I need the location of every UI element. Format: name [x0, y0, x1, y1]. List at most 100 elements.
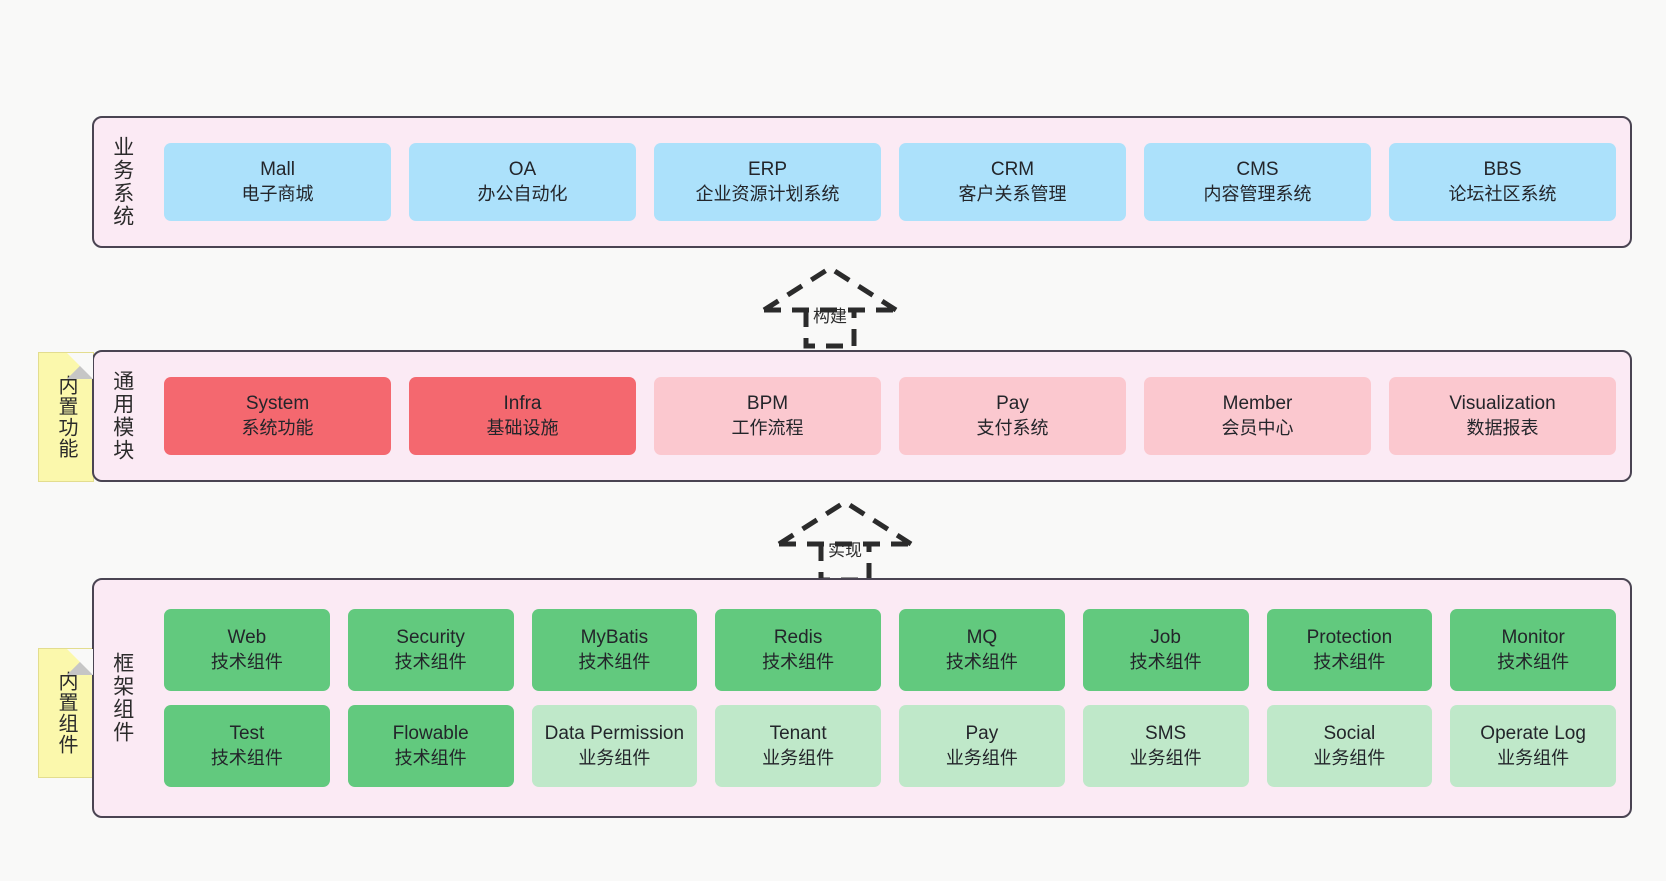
layer-title-common-module: 通用模块: [110, 370, 134, 462]
box-system[interactable]: System 系统功能: [164, 377, 391, 455]
box-title: Flowable: [392, 723, 469, 745]
box-flowable[interactable]: Flowable 技术组件: [347, 705, 514, 787]
box-title: System: [245, 393, 310, 415]
box-title: MyBatis: [580, 627, 649, 649]
layer-common-module: 通用模块 System 系统功能 Infra 基础设施 BPM 工作流程 Pay…: [92, 350, 1632, 482]
box-tenant[interactable]: Tenant 业务组件: [715, 705, 881, 787]
box-visualization[interactable]: Visualization 数据报表: [1389, 377, 1616, 455]
box-pay[interactable]: Pay 支付系统: [899, 377, 1126, 455]
layer-framework-component: 框架组件 Web 技术组件 Security 技术组件 MyBatis 技术组件…: [92, 578, 1632, 818]
row: System 系统功能 Infra 基础设施 BPM 工作流程 Pay 支付系统…: [164, 377, 1616, 455]
box-title: Member: [1222, 393, 1293, 415]
box-title: SMS: [1145, 723, 1187, 745]
box-title: Visualization: [1449, 393, 1556, 415]
box-cms[interactable]: CMS 内容管理系统: [1144, 143, 1371, 221]
box-mybatis[interactable]: MyBatis 技术组件: [531, 609, 698, 691]
connector-build-arrow: 构建: [760, 262, 900, 349]
note-builtin-component: 内置组件: [38, 648, 94, 778]
box-title: CRM: [990, 159, 1035, 181]
box-erp[interactable]: ERP 企业资源计划系统: [654, 143, 881, 221]
box-subtitle: 技术组件: [210, 747, 283, 768]
note-label: 内置组件: [55, 671, 77, 755]
box-subtitle: 基础设施: [486, 417, 559, 438]
box-subtitle: 业务组件: [578, 747, 651, 768]
box-sms[interactable]: SMS 业务组件: [1082, 705, 1249, 787]
note-builtin-function: 内置功能: [38, 352, 94, 482]
box-job[interactable]: Job 技术组件: [1082, 609, 1249, 691]
box-oa[interactable]: OA 办公自动化: [409, 143, 636, 221]
box-subtitle: 技术组件: [1497, 651, 1570, 672]
box-title: Test: [229, 723, 265, 745]
box-member[interactable]: Member 会员中心: [1144, 377, 1371, 455]
box-web[interactable]: Web 技术组件: [164, 609, 330, 691]
box-subtitle: 技术组件: [210, 651, 283, 672]
box-title: Protection: [1306, 627, 1393, 649]
box-subtitle: 支付系统: [976, 417, 1049, 438]
box-title: ERP: [747, 159, 788, 181]
box-data-permission[interactable]: Data Permission 业务组件: [531, 705, 698, 787]
box-title: BBS: [1483, 159, 1522, 181]
box-title: Pay: [965, 723, 999, 745]
box-title: OA: [508, 159, 537, 181]
row: Mall 电子商城 OA 办公自动化 ERP 企业资源计划系统 CRM 客户关系…: [164, 143, 1616, 221]
box-title: Web: [227, 627, 267, 649]
box-subtitle: 技术组件: [1313, 651, 1386, 672]
box-subtitle: 技术组件: [945, 651, 1018, 672]
layer-business-system: 业务系统 Mall 电子商城 OA 办公自动化 ERP 企业资源计划系统 CRM…: [92, 116, 1632, 248]
box-subtitle: 业务组件: [1129, 747, 1202, 768]
box-monitor[interactable]: Monitor 技术组件: [1450, 609, 1616, 691]
row: Web 技术组件 Security 技术组件 MyBatis 技术组件 Redi…: [164, 609, 1616, 691]
box-subtitle: 办公自动化: [477, 183, 568, 204]
box-bbs[interactable]: BBS 论坛社区系统: [1389, 143, 1616, 221]
layer-body-framework-component: Web 技术组件 Security 技术组件 MyBatis 技术组件 Redi…: [150, 580, 1630, 816]
box-subtitle: 企业资源计划系统: [695, 183, 840, 204]
box-title: Mall: [260, 159, 295, 181]
box-title: Security: [396, 627, 465, 649]
box-infra[interactable]: Infra 基础设施: [409, 377, 636, 455]
box-title: Job: [1150, 627, 1181, 649]
box-subtitle: 技术组件: [394, 747, 467, 768]
box-subtitle: 业务组件: [1313, 747, 1386, 768]
box-title: BPM: [746, 393, 789, 415]
box-subtitle: 会员中心: [1221, 417, 1294, 438]
box-title: CMS: [1236, 159, 1279, 181]
box-title: Social: [1323, 723, 1376, 745]
box-title: Monitor: [1501, 627, 1565, 649]
box-redis[interactable]: Redis 技术组件: [715, 609, 881, 691]
connector-implement-label: 实现: [828, 541, 862, 560]
box-title: Redis: [773, 627, 823, 649]
box-operate-log[interactable]: Operate Log 业务组件: [1450, 705, 1616, 787]
box-subtitle: 电子商城: [241, 183, 314, 204]
connector-implement-arrow: 实现: [775, 496, 915, 583]
layer-body-common-module: System 系统功能 Infra 基础设施 BPM 工作流程 Pay 支付系统…: [150, 352, 1630, 480]
box-title: Tenant: [769, 723, 827, 745]
box-social[interactable]: Social 业务组件: [1266, 705, 1433, 787]
box-mq[interactable]: MQ 技术组件: [899, 609, 1065, 691]
box-subtitle: 系统功能: [241, 417, 314, 438]
box-pay-business[interactable]: Pay 业务组件: [899, 705, 1065, 787]
box-subtitle: 数据报表: [1466, 417, 1539, 438]
layer-title-framework-component: 框架组件: [110, 652, 134, 744]
box-test[interactable]: Test 技术组件: [164, 705, 330, 787]
connector-build-label: 构建: [813, 307, 847, 326]
box-subtitle: 技术组件: [578, 651, 651, 672]
layer-title-business-system: 业务系统: [110, 136, 134, 228]
layer-body-business-system: Mall 电子商城 OA 办公自动化 ERP 企业资源计划系统 CRM 客户关系…: [150, 118, 1630, 246]
box-subtitle: 技术组件: [762, 651, 835, 672]
box-subtitle: 内容管理系统: [1203, 183, 1312, 204]
box-bpm[interactable]: BPM 工作流程: [654, 377, 881, 455]
box-subtitle: 业务组件: [762, 747, 835, 768]
box-protection[interactable]: Protection 技术组件: [1266, 609, 1433, 691]
box-security[interactable]: Security 技术组件: [347, 609, 514, 691]
row: Test 技术组件 Flowable 技术组件 Data Permission …: [164, 705, 1616, 787]
box-title: Infra: [503, 393, 542, 415]
box-title: Data Permission: [544, 723, 685, 745]
box-subtitle: 论坛社区系统: [1448, 183, 1557, 204]
note-label: 内置功能: [55, 375, 77, 459]
box-title: Operate Log: [1480, 723, 1586, 745]
box-crm[interactable]: CRM 客户关系管理: [899, 143, 1126, 221]
box-mall[interactable]: Mall 电子商城: [164, 143, 391, 221]
box-subtitle: 业务组件: [945, 747, 1018, 768]
box-subtitle: 技术组件: [1129, 651, 1202, 672]
box-subtitle: 技术组件: [394, 651, 467, 672]
